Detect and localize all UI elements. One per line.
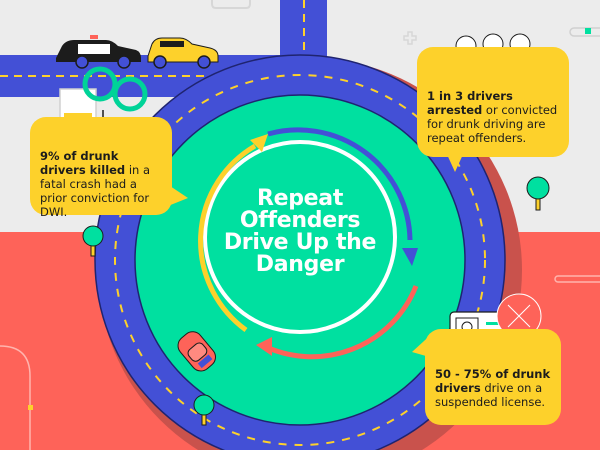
blue-arrow	[267, 127, 413, 241]
tree-icon-right	[526, 176, 550, 211]
tree-icon-left	[82, 225, 104, 257]
stat-highlight: 9% of drunk drivers killed	[40, 149, 126, 177]
stat-text: drive on a suspended license.	[435, 381, 546, 409]
stat-bubble-prior-conviction: 9% of drunk drivers killed in a fatal cr…	[30, 117, 172, 219]
decorative-outline-bottom-left	[0, 345, 31, 450]
stat-highlight: 50 - 75% of drunk drivers	[435, 367, 551, 395]
stat-bubble-suspended-license: 50 - 75% of drunk drivers drive on a sus…	[425, 329, 561, 425]
red-arrowhead-icon	[256, 337, 272, 356]
yellow-car-icon	[147, 37, 219, 69]
title-line: Repeat	[256, 186, 344, 211]
stat-highlight: 1 in 3 drivers arrested	[427, 89, 513, 117]
red-car-icon	[177, 331, 216, 372]
red-arrow	[260, 285, 419, 360]
title-circle-outline	[203, 140, 397, 334]
stat-bubble-repeat-offenders: 1 in 3 drivers arrested or convicted for…	[417, 47, 569, 157]
decorative-plus-icon	[403, 31, 417, 45]
decorative-slider-bottom	[554, 275, 600, 283]
stat-text: or convicted for drunk driving are repea…	[427, 103, 558, 145]
police-car-icon	[56, 35, 141, 69]
bubble-tail-left	[168, 186, 188, 206]
decorative-dot	[28, 405, 33, 410]
decorative-outline-top	[211, 0, 251, 9]
blue-arrowhead-icon	[402, 248, 418, 266]
roundabout-dash	[114, 74, 486, 446]
title-line: Danger	[255, 252, 345, 277]
yellow-arrow	[198, 143, 257, 333]
title-line: Offenders	[239, 208, 361, 233]
page-title: Repeat Offenders Drive Up the Danger	[215, 188, 385, 276]
title-line: Drive Up the	[223, 230, 377, 255]
tree-icon-bottom	[193, 394, 215, 426]
stat-text: in a fatal crash had a prior conviction …	[40, 163, 151, 219]
yellow-arrowhead-icon	[250, 134, 268, 152]
decorative-slider-dot	[585, 28, 591, 34]
inner-green-ring	[134, 94, 466, 426]
